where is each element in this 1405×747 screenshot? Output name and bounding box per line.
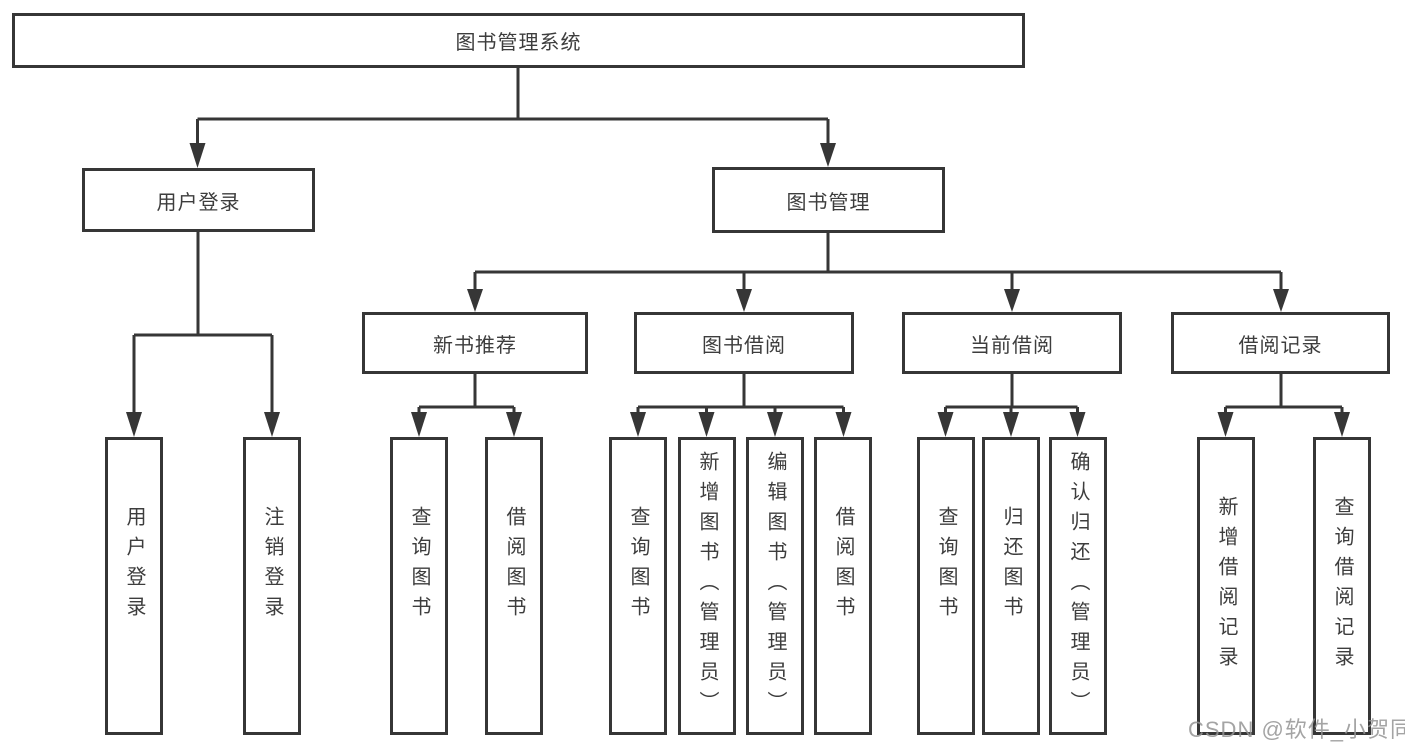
node-book-borrow-label: 图书借阅 [702, 334, 786, 357]
csdn-watermark: CSDN @软件_小贺同学 [1188, 717, 1405, 742]
node-library-management-system: 图书管理系统 [12, 13, 1025, 68]
leaf-borrow-book-label: 借阅图书 [832, 506, 854, 626]
leaf-query-book-current: 查询图书 [917, 437, 975, 735]
leaf-add-book-admin-label: 新增图书（管理员） [696, 451, 718, 721]
leaf-borrow-book-recommend-label: 借阅图书 [503, 506, 525, 626]
node-library-management-system-label: 图书管理系统 [455, 32, 582, 54]
leaf-return-book: 归还图书 [982, 437, 1040, 735]
node-new-book-recommend-label: 新书推荐 [433, 334, 517, 357]
leaf-edit-book-admin-label: 编辑图书（管理员） [764, 451, 786, 721]
node-borrow-record-label: 借阅记录 [1238, 334, 1323, 357]
node-borrow-record: 借阅记录 [1171, 312, 1390, 374]
leaf-query-book-borrow-label: 查询图书 [627, 506, 649, 626]
leaf-add-borrow-record: 新增借阅记录 [1197, 437, 1255, 735]
leaf-query-book-current-label: 查询图书 [935, 506, 957, 626]
node-book-management-label: 图书管理 [786, 191, 871, 214]
leaf-logout-login-label: 注销登录 [261, 506, 283, 626]
leaf-query-book-recommend: 查询图书 [390, 437, 448, 735]
leaf-borrow-book-recommend: 借阅图书 [485, 437, 543, 735]
leaf-user-login-label: 用户登录 [123, 506, 145, 626]
leaf-query-borrow-record: 查询借阅记录 [1313, 437, 1371, 735]
leaf-borrow-book: 借阅图书 [814, 437, 872, 735]
node-new-book-recommend: 新书推荐 [362, 312, 588, 374]
leaf-logout-login: 注销登录 [243, 437, 301, 735]
leaf-edit-book-admin: 编辑图书（管理员） [746, 437, 804, 735]
node-user-login: 用户登录 [82, 168, 315, 232]
leaf-add-book-admin: 新增图书（管理员） [678, 437, 736, 735]
node-user-login-label: 用户登录 [156, 191, 241, 214]
arrowheads [126, 143, 1350, 437]
node-book-borrow: 图书借阅 [634, 312, 854, 374]
node-current-borrow: 当前借阅 [902, 312, 1122, 374]
leaf-query-book-recommend-label: 查询图书 [408, 506, 430, 626]
leaf-add-borrow-record-label: 新增借阅记录 [1215, 496, 1237, 676]
leaf-query-borrow-record-label: 查询借阅记录 [1331, 496, 1353, 676]
leaf-confirm-return-admin-label: 确认归还（管理员） [1067, 451, 1089, 721]
node-current-borrow-label: 当前借阅 [970, 334, 1054, 357]
leaf-query-book-borrow: 查询图书 [609, 437, 667, 735]
leaf-confirm-return-admin: 确认归还（管理员） [1049, 437, 1107, 735]
node-book-management: 图书管理 [712, 167, 945, 233]
leaf-user-login: 用户登录 [105, 437, 163, 735]
leaf-return-book-label: 归还图书 [1000, 506, 1022, 626]
